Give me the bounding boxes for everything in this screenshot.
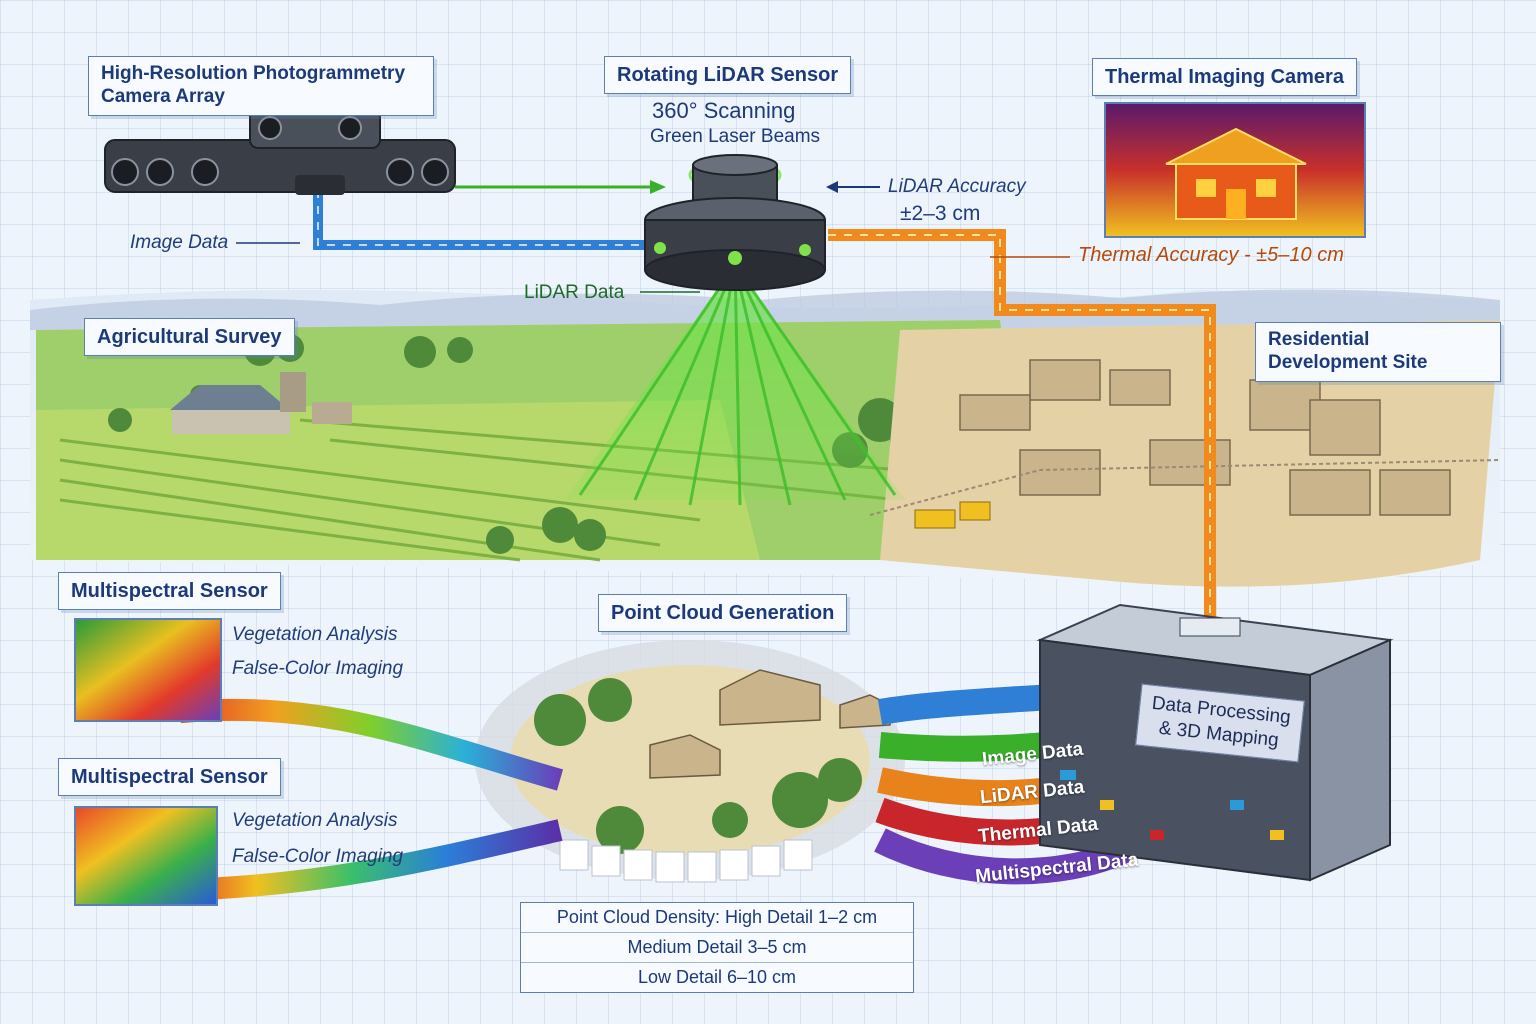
lidar-scan-note: 360° Scanning	[652, 98, 796, 123]
false-color-note-2: False-Color Imaging	[232, 846, 404, 867]
lidar-sensor-label: Rotating LiDAR Sensor	[604, 56, 852, 94]
lidar-accuracy-value: ±2–3 cm	[900, 202, 981, 225]
point-cloud-label: Point Cloud Generation	[598, 594, 848, 632]
multispectral-image-2	[74, 806, 218, 906]
multispectral-label-1: Multispectral Sensor	[58, 572, 281, 610]
thermal-image	[1104, 102, 1366, 238]
vegetation-analysis-note-2: Vegetation Analysis	[232, 810, 398, 831]
lidar-beam-note: Green Laser Beams	[650, 126, 821, 147]
image-data-note: Image Data	[130, 232, 229, 253]
thermal-accuracy-note: Thermal Accuracy - ±5–10 cm	[1078, 244, 1344, 266]
lidar-accuracy-note: LiDAR Accuracy	[888, 176, 1026, 197]
farmhouse	[170, 372, 352, 434]
camera-array-device	[104, 107, 456, 195]
residential-site-label: Residential Development Site	[1255, 322, 1501, 382]
point-cloud	[475, 640, 905, 883]
lidar-data-note: LiDAR Data	[524, 282, 625, 303]
multispectral-image-1	[74, 618, 222, 722]
multispectral-ribbons	[179, 698, 564, 901]
density-medium: Medium Detail 3–5 cm	[521, 933, 913, 963]
point-cloud-density-table: Point Cloud Density: High Detail 1–2 cm …	[520, 902, 914, 993]
agricultural-survey-label: Agricultural Survey	[84, 318, 295, 356]
camera-array-label: High-Resolution Photogrammetry Camera Ar…	[88, 56, 434, 116]
lidar-beams	[565, 264, 905, 506]
false-color-note-1: False-Color Imaging	[232, 658, 404, 679]
density-high: Point Cloud Density: High Detail 1–2 cm	[521, 903, 913, 933]
lidar-sensor-device	[644, 154, 826, 291]
thermal-camera-label: Thermal Imaging Camera	[1092, 58, 1357, 96]
multispectral-label-2: Multispectral Sensor	[58, 758, 281, 796]
vegetation-analysis-note-1: Vegetation Analysis	[232, 624, 398, 645]
connection-lines	[236, 180, 1216, 620]
density-low: Low Detail 6–10 cm	[637, 967, 797, 987]
